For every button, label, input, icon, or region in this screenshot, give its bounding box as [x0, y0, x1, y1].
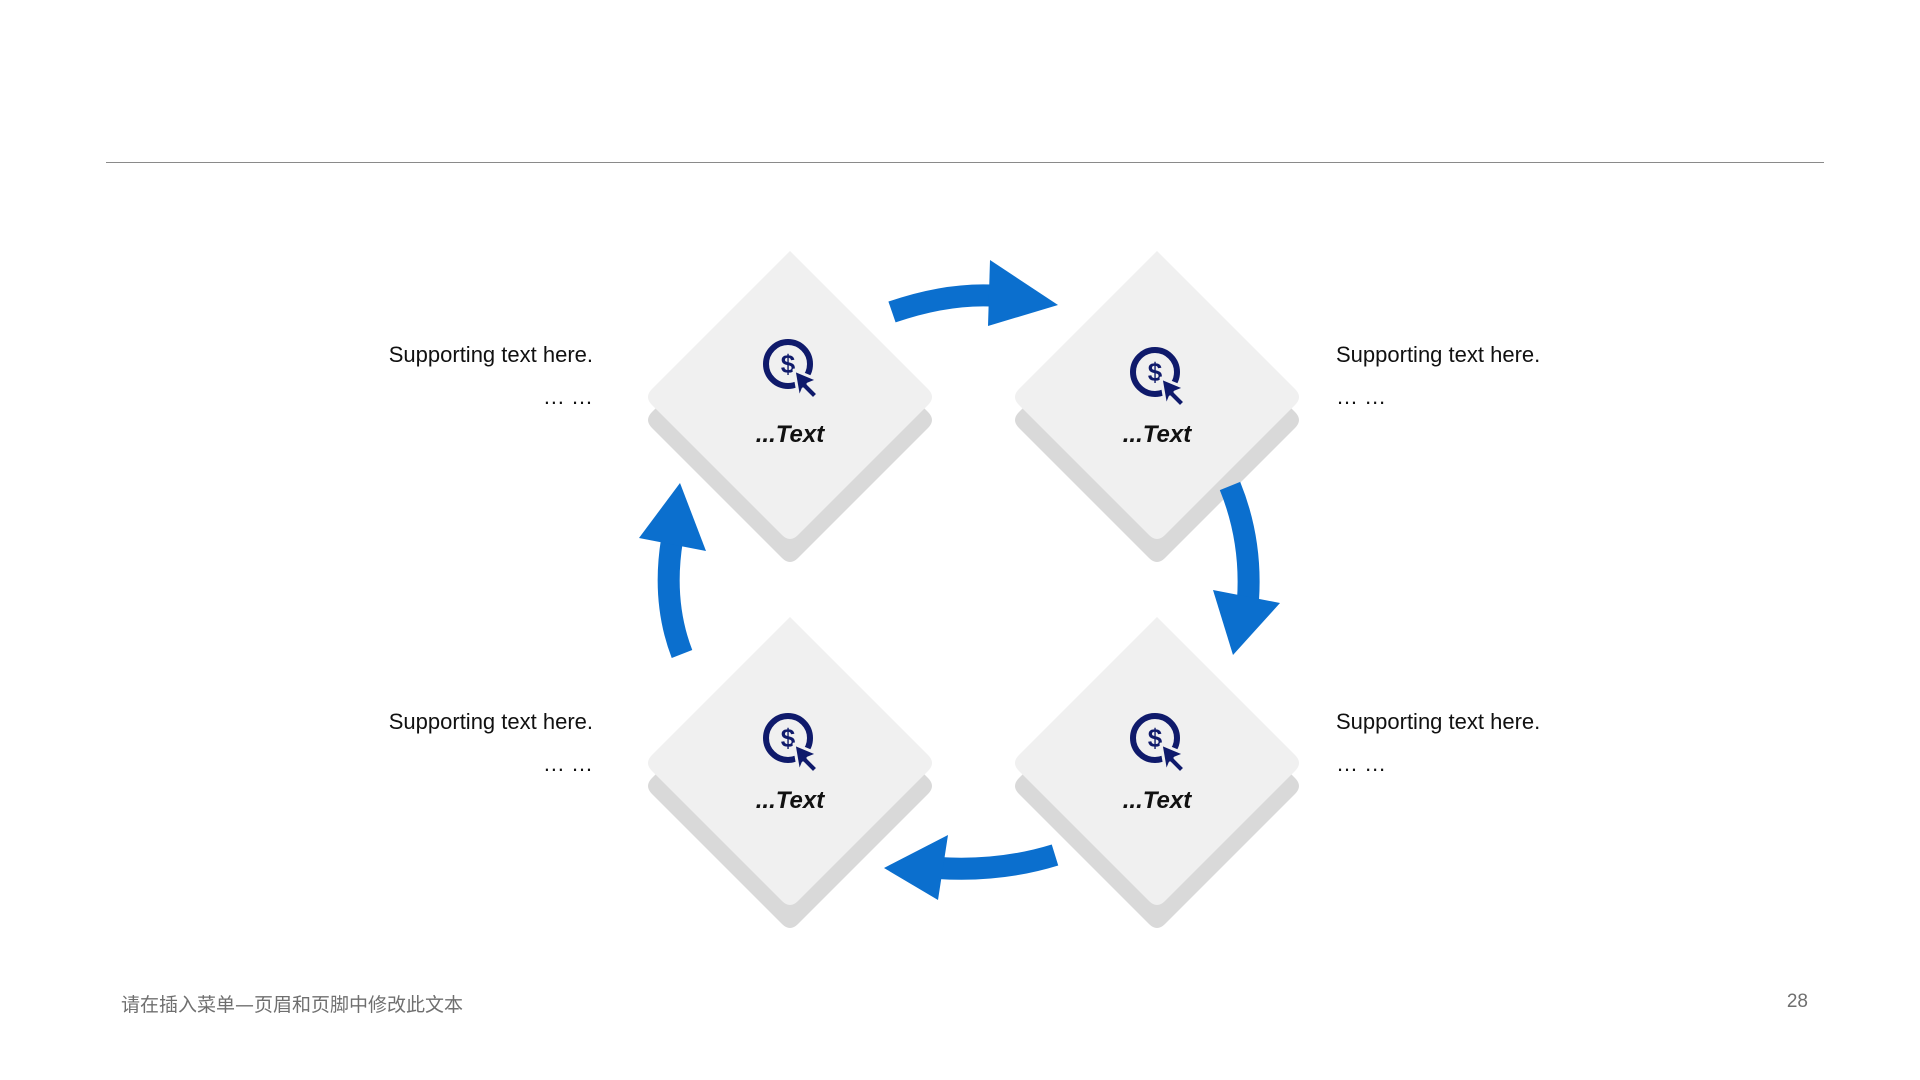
node-top-right: ...Text: [1015, 251, 1299, 562]
node-bottom-right: ...Text: [1015, 617, 1299, 928]
supporting-text-top-left: Supporting text here. … …: [293, 334, 593, 418]
supporting-text-ellipsis: … …: [542, 751, 593, 776]
supporting-text-bottom-left: Supporting text here. … …: [293, 701, 593, 785]
page-number: 28: [1786, 991, 1808, 1012]
supporting-text-bottom-right: Supporting text here. … …: [1336, 701, 1636, 785]
supporting-text-line: Supporting text here.: [1336, 709, 1541, 734]
arrow-left: [639, 483, 706, 658]
tile: [648, 251, 932, 539]
supporting-text-line: Supporting text here.: [1336, 342, 1541, 367]
node-label: ...Text: [1123, 787, 1192, 814]
arrow-bottom: [884, 835, 1059, 900]
arrow-top: [888, 260, 1058, 326]
node-top-left: ...Text: [648, 251, 932, 562]
node-label: ...Text: [756, 421, 825, 448]
arrow-right: [1213, 481, 1280, 655]
footer-text: 请在插入菜单—页眉和页脚中修改此文本: [121, 994, 464, 1016]
node-bottom-left: ...Text: [648, 617, 932, 928]
supporting-text-line: Supporting text here.: [388, 342, 593, 367]
header-divider: [106, 162, 1824, 163]
supporting-text-line: Supporting text here.: [388, 709, 593, 734]
supporting-text-ellipsis: … …: [1336, 751, 1387, 776]
supporting-text-ellipsis: … …: [542, 384, 593, 409]
supporting-text-ellipsis: … …: [1336, 384, 1387, 409]
node-label: ...Text: [756, 787, 825, 814]
supporting-text-top-right: Supporting text here. … …: [1336, 334, 1636, 418]
node-label: ...Text: [1123, 421, 1192, 448]
